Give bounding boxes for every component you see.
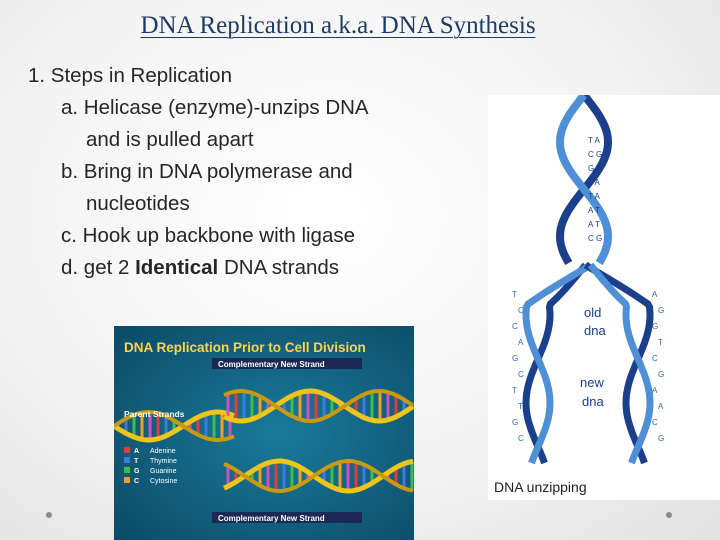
upper-daughter-helix-strand [223,388,414,424]
steps-list: 1. Steps in Replication a. Helicase (enz… [28,60,468,284]
base-pair-label: T A [588,178,601,187]
parent-helix-strand [114,410,235,442]
top-helix-strand [555,95,613,265]
step-d-pre: d. get 2 [61,256,136,279]
step-d: d. get 2 Identical DNA strands [28,252,468,284]
right-base-label: G [658,434,664,443]
bottom-label-band [212,512,362,523]
legend-name: Thymine [150,458,177,465]
legend-code: T [134,458,139,465]
new-dna-label-2: dna [582,394,604,409]
right-daughter-strand [587,262,654,465]
right-base-label: G [658,370,664,379]
left-base-label: T [512,386,517,395]
base-pair-label: C G [588,234,602,243]
slide-title: DNA Replication a.k.a. DNA Synthesis [140,12,536,39]
left-base-label: A [518,338,524,347]
legend-swatch [124,457,130,463]
old-dna-label-1: old [584,305,601,320]
base-pair-label: G C [588,164,602,173]
left-base-label: G [512,418,518,427]
right-base-label: A [652,290,658,299]
parent-strands-label: Parent Strands [124,409,185,419]
step-c: c. Hook up backbone with ligase [61,224,356,247]
legend-code: A [134,448,139,455]
left-base-label: C [518,370,524,379]
new-dna-label-1: new [580,375,604,390]
left-base-label: C [518,306,524,315]
step-a-line1: a. Helicase (enzyme)-unzips DNA [61,96,369,119]
lower-daughter-helix-strand [223,459,414,493]
left-daughter-strand [522,261,593,465]
right-base-label: G [652,322,658,331]
base-pair-label: C G [588,150,602,159]
right-base-label: G [658,306,664,315]
step-b-line2: nucleotides [86,192,190,215]
upper-daughter-helix-strand [223,388,414,424]
legend-swatch [124,477,130,483]
steps-heading: 1. Steps in Replication [28,64,232,87]
right-figure-caption: DNA unzipping [494,479,587,495]
step-b-line1: b. Bring in DNA polymerase and [61,160,353,183]
top-label-band [212,358,362,369]
step-d-post: DNA strands [218,256,340,279]
legend-name: Cytosine [150,478,177,485]
base-pair-label: T A [588,136,601,145]
left-daughter-strand [522,262,589,465]
footer-dot-left [46,512,52,518]
right-base-label: A [658,402,664,411]
bottom-strand-label: Complementary New Strand [218,514,325,523]
left-base-label: C [518,434,524,443]
right-daughter-strand [583,261,654,465]
base-pair-label: A T [588,220,600,229]
right-base-label: A [652,386,658,395]
left-base-label: G [512,354,518,363]
right-base-label: C [652,418,658,427]
legend-swatch [124,447,130,453]
old-dna-label-2: dna [584,323,606,338]
legend-code: C [134,478,139,485]
step-d-bold: Identical [135,256,219,279]
right-base-label: T [658,338,663,347]
legend-name: Guanine [150,468,177,475]
legend-code: G [134,468,140,475]
base-pair-label: T A [588,192,601,201]
left-base-label: C [512,322,518,331]
left-base-label: T [512,290,517,299]
footer-dot-right [666,512,672,518]
left-base-label: T [518,402,523,411]
base-pair-label: A T [588,206,600,215]
legend-name: Adenine [150,448,176,455]
parent-helix-strand [114,409,235,443]
legend-swatch [124,467,130,473]
right-base-label: C [652,354,658,363]
top-helix-strand [555,95,613,265]
top-strand-label: Complementary New Strand [218,360,325,369]
dna-replication-figure: DNA Replication Prior to Cell Division C… [114,326,414,540]
step-a-line2: and is pulled apart [86,128,254,151]
left-figure-title: DNA Replication Prior to Cell Division [124,340,366,355]
